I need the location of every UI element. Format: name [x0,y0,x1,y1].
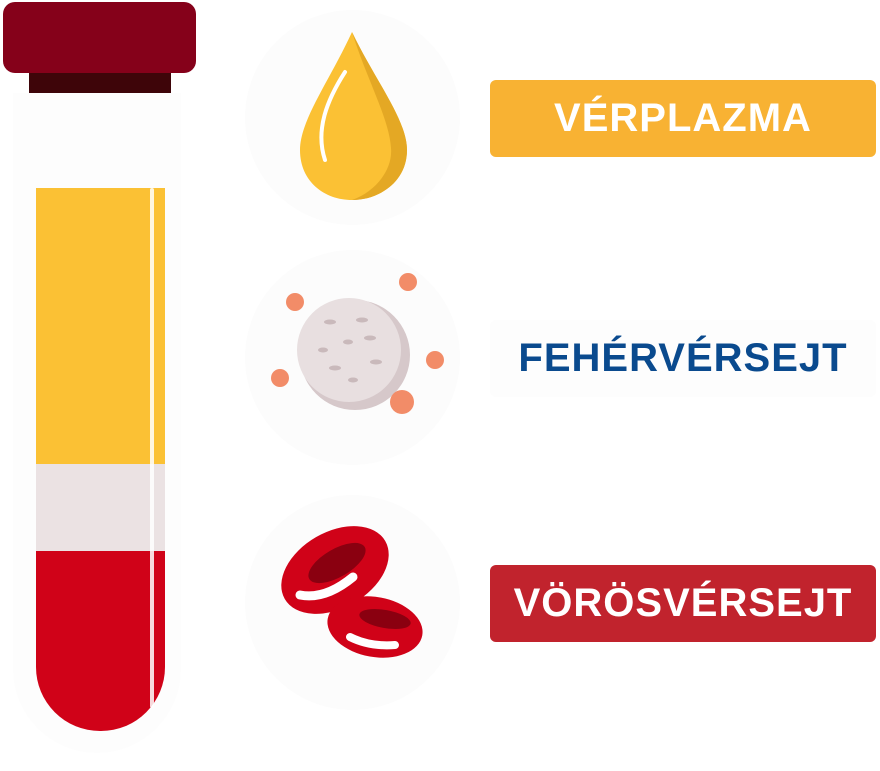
tube-layer-red-cells [36,551,165,731]
plasma-drop-icon [300,32,407,200]
rbc-bubble [245,495,460,710]
test-tube-neck [29,73,171,93]
tube-highlight [150,188,154,708]
label-plasma: VÉRPLAZMA [490,80,876,157]
plasma-bubble [245,10,460,225]
label-red-blood-cell: VÖRÖSVÉRSEJT [490,565,876,642]
tube-layer-plasma [36,188,165,464]
white-blood-cell-icon [271,273,444,414]
tube-layer-buffy-coat [36,464,165,551]
red-blood-cells-icon [281,526,423,658]
wbc-bubble [245,250,460,465]
label-white-blood-cell: FEHÉRVÉRSEJT [490,320,876,397]
test-tube-cap [3,2,196,73]
